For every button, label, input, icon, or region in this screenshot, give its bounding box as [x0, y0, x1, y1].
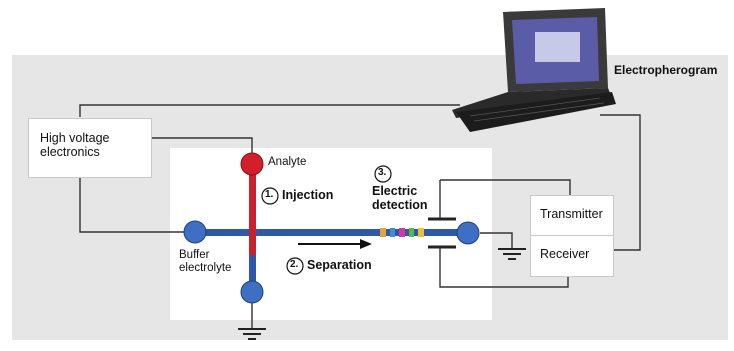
detector-electrodes: [428, 217, 456, 249]
injection-label: Injection: [282, 188, 334, 202]
laptop-icon: [452, 8, 616, 132]
analyte-bands: [380, 228, 424, 237]
step-1-number: 1.: [265, 189, 274, 200]
ground-icon: [238, 248, 526, 340]
waste-reservoir: [240, 280, 264, 304]
separation-arrow: [298, 239, 372, 249]
step-3-number: 3.: [378, 167, 387, 178]
transmitter-label: Transmitter: [540, 207, 603, 221]
receiver-box: [530, 235, 614, 277]
analyte-label: Analyte: [268, 156, 307, 168]
separation-label: Separation: [307, 258, 372, 272]
step-markers: [261, 165, 392, 275]
analyte-reservoir: [240, 152, 264, 176]
high-voltage-label: High voltage electronics: [40, 131, 110, 160]
transmitter-box: [530, 195, 614, 237]
wiring: [79, 104, 641, 328]
high-voltage-box: [28, 118, 152, 178]
injection-plug: [249, 165, 256, 255]
electric-detection-label: Electric detection: [372, 184, 428, 213]
buffer-electrolyte-label: Buffer electrolyte: [179, 249, 232, 275]
outlet-reservoir: [456, 221, 480, 245]
step-2-number: 2.: [290, 259, 299, 270]
electropherogram-label: Electropherogram: [614, 63, 718, 77]
separation-capillary: [192, 229, 470, 236]
receiver-label: Receiver: [540, 247, 590, 261]
buffer-reservoir: [183, 220, 207, 244]
